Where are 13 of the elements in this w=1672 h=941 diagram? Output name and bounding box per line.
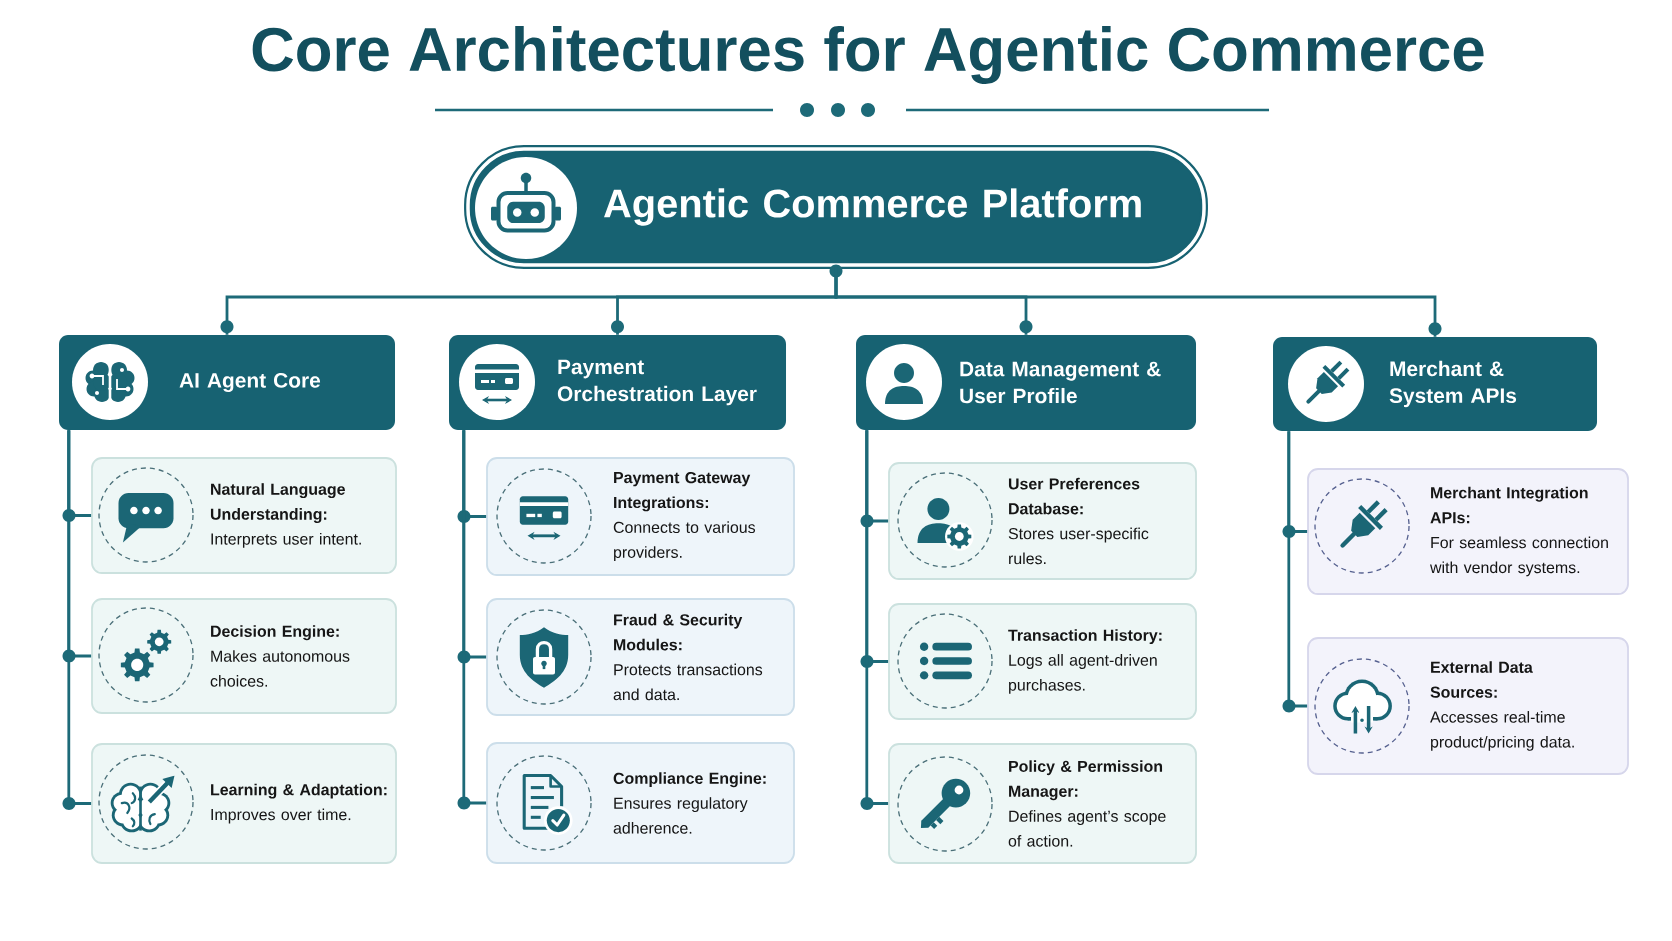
info-card: Transaction History: Logs all agent-driven purchases. [888,603,1197,720]
info-card: Merchant Integration APIs: For seamless connection with vendor systems. [1307,468,1629,595]
info-card: External Data Sources: Accesses real-time product/pricing data. [1307,637,1629,775]
title: Core Architectures for Agentic Commerce [252,26,1484,84]
info-card: Decision Engine: Makes autonomous choices. [91,598,397,714]
info-card: Compliance Engine: Ensures regulatory adherence. [486,742,795,864]
info-card: Natural Language Understanding: Interprets user intent. [91,457,397,574]
info-card: User Preferences Database: Stores user-specific rules. [888,462,1197,580]
info-card: Learning & Adaptation: Improves over time. [91,743,397,864]
info-card: Fraud & Security Modules: Protects transactions and data. [486,598,795,716]
platform-pill: Agentic Commerce Platform [464,145,1208,278]
info-card: Payment Gateway Integrations: Connects to various providers. [486,457,795,576]
info-card: Policy & Permission Manager: Defines agent’s scope of action. [888,743,1197,864]
